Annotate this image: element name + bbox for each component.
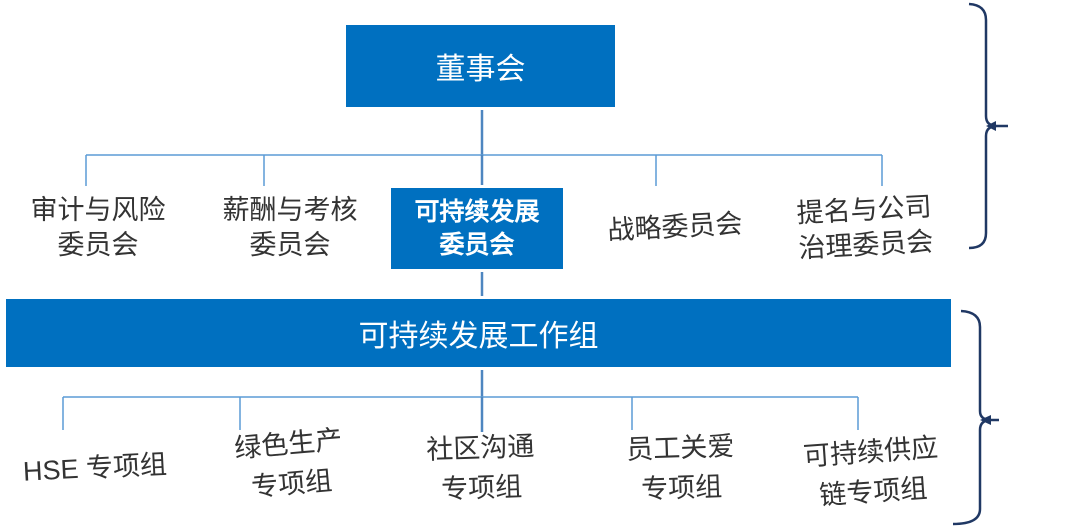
workgroup-label-line1: 员工关爱 xyxy=(625,431,735,465)
committee-label-line2: 委员会 xyxy=(57,230,139,260)
workgroup-community-communication: 社区沟通 专项组 xyxy=(385,425,578,512)
sustainable-development-workgroup-bar: 可持续发展工作组 xyxy=(3,296,954,370)
workgroup-label-line2: 专项组 xyxy=(640,471,723,505)
board-of-directors-label: 董事会 xyxy=(435,53,526,86)
committee-audit-risk: 审计与风险 委员会 xyxy=(3,193,193,263)
workgroup-sustainable-supply-chain: 可持续供应 链专项组 xyxy=(774,425,969,518)
committee-sustainable-development-box: 可持续发展 委员会 xyxy=(388,185,566,272)
committee-label-line2: 委员会 xyxy=(249,230,331,260)
board-of-directors-box: 董事会 xyxy=(343,22,618,110)
execution-bracket-arrow xyxy=(980,415,991,425)
committee-label-line1: 可持续发展 xyxy=(414,197,540,226)
workgroup-employee-care: 员工关爱 专项组 xyxy=(585,425,778,512)
workgroup-label-line2: 专项组 xyxy=(440,471,523,505)
committee-label-line1: 薪酬与考核 xyxy=(222,195,358,225)
workgroup-bar-label: 可持续发展工作组 xyxy=(358,320,599,353)
committee-remuneration-appraisal: 薪酬与考核 委员会 xyxy=(195,193,385,263)
committee-label-line1: 审计与风险 xyxy=(30,195,166,225)
committee-nomination-governance: 提名与公司 治理委员会 xyxy=(768,188,961,268)
workgroup-label-line1: 社区沟通 xyxy=(425,431,535,465)
workgroup-green-production: 绿色生产 专项组 xyxy=(192,416,388,512)
committee-label-line2: 委员会 xyxy=(439,230,515,259)
governance-bracket-arrow xyxy=(986,121,996,131)
